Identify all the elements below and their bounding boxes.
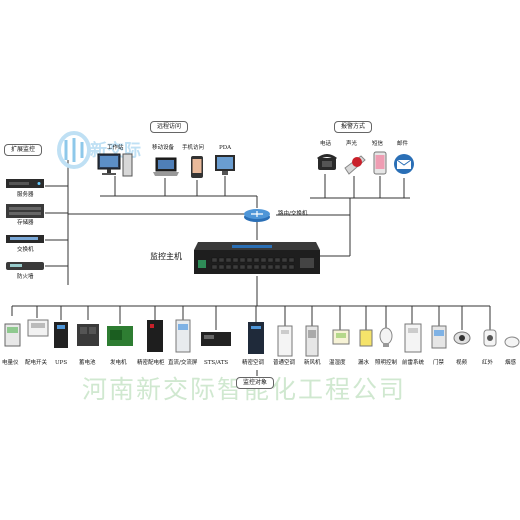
fresh-air-icon	[305, 325, 319, 357]
precision-ac-icon	[248, 322, 264, 354]
regular-ac-icon	[277, 325, 293, 357]
dc-ac-panel-icon	[175, 319, 191, 353]
monitoring-host-icon	[194, 242, 320, 274]
device-label-workstation: 工作站	[107, 145, 124, 151]
server-icon	[6, 179, 44, 188]
firewall-icon	[6, 262, 44, 270]
object-label-video: 视频	[456, 360, 468, 366]
object-label-lighting-control: 照明控制	[375, 360, 398, 366]
generator-icon	[107, 326, 133, 346]
device-label-mobile: 移动设备	[152, 145, 175, 151]
monitored-objects-title: 监控对象	[236, 377, 275, 389]
telephone-icon	[317, 154, 337, 170]
video-camera-icon	[453, 331, 471, 345]
distribution-switch-icon	[27, 319, 49, 337]
workstation-icon	[97, 153, 133, 177]
object-label-temp-humidity: 温湿度	[329, 360, 346, 366]
object-label-lightning-protection: 前雷系统	[402, 360, 425, 366]
monitored-devices-icons	[4, 319, 520, 357]
object-label-regular-ac: 普通空调	[273, 360, 296, 366]
alarm-methods-title: 报警方式	[334, 121, 373, 133]
object-label-power-meter: 电量仪	[2, 360, 19, 366]
alarm-label-phone: 电话	[320, 141, 332, 147]
object-label-access-control: 门禁	[433, 360, 445, 366]
alarm-label-sms: 短信	[372, 141, 384, 147]
lighting-control-icon	[379, 327, 393, 347]
sms-phone-icon	[373, 151, 387, 175]
temp-humidity-icon	[332, 329, 350, 345]
router-icon	[244, 209, 270, 222]
remote-access-title: 远程访问	[150, 121, 189, 133]
access-control-icon	[431, 325, 447, 349]
company-logo-icon	[57, 131, 91, 169]
switch-icon	[6, 235, 44, 243]
router-label: 路由/交换机	[278, 211, 308, 217]
alarm-label-email: 邮件	[397, 141, 409, 147]
expansion-label-switch: 交换机	[17, 247, 34, 253]
battery-icon	[77, 324, 99, 346]
object-label-generator: 发电机	[110, 360, 127, 366]
object-label-distribution-switch: 配电开关	[25, 360, 48, 366]
expansion-title: 扩展监控	[4, 144, 43, 156]
precision-cabinet-icon	[147, 320, 163, 352]
object-label-smoke: 烟感	[505, 360, 517, 366]
lightning-protection-icon	[404, 323, 422, 353]
water-leak-icon	[359, 329, 373, 347]
expansion-label-storage: 存储器	[17, 220, 34, 226]
email-icon	[394, 154, 414, 174]
object-label-fresh-air: 新风机	[304, 360, 321, 366]
smoke-detector-icon	[504, 336, 520, 348]
storage-icon	[6, 204, 44, 218]
pda-icon	[215, 155, 235, 175]
object-label-dc-ac-panel: 直流/交流屏	[168, 360, 198, 366]
expansion-label-firewall: 防火墙	[17, 274, 34, 280]
device-label-phone-access: 手机访问	[182, 145, 205, 151]
laptop-icon	[153, 157, 179, 176]
object-label-sts-ats: STS/ATS	[204, 360, 229, 366]
expansion-label-server: 服务器	[17, 192, 34, 198]
device-label-pda: PDA	[219, 145, 232, 151]
object-label-precision-ac: 精密空调	[242, 360, 265, 366]
power-meter-icon	[4, 323, 21, 347]
object-label-precision-cabinet: 精密配电柜	[137, 360, 165, 366]
infrared-sensor-icon	[483, 329, 497, 347]
ups-icon	[54, 322, 68, 348]
smartphone-icon	[191, 156, 203, 178]
siren-light-icon	[344, 155, 366, 175]
sts-ats-icon	[201, 332, 231, 346]
object-label-battery: 蓄电池	[79, 360, 96, 366]
alarm-label-sound-light: 声光	[346, 141, 358, 147]
object-label-ups: UPS	[55, 360, 68, 366]
object-label-water-leak: 漏水	[358, 360, 370, 366]
main-host-label: 监控主机	[150, 252, 182, 261]
object-label-infrared: 红外	[482, 360, 494, 366]
